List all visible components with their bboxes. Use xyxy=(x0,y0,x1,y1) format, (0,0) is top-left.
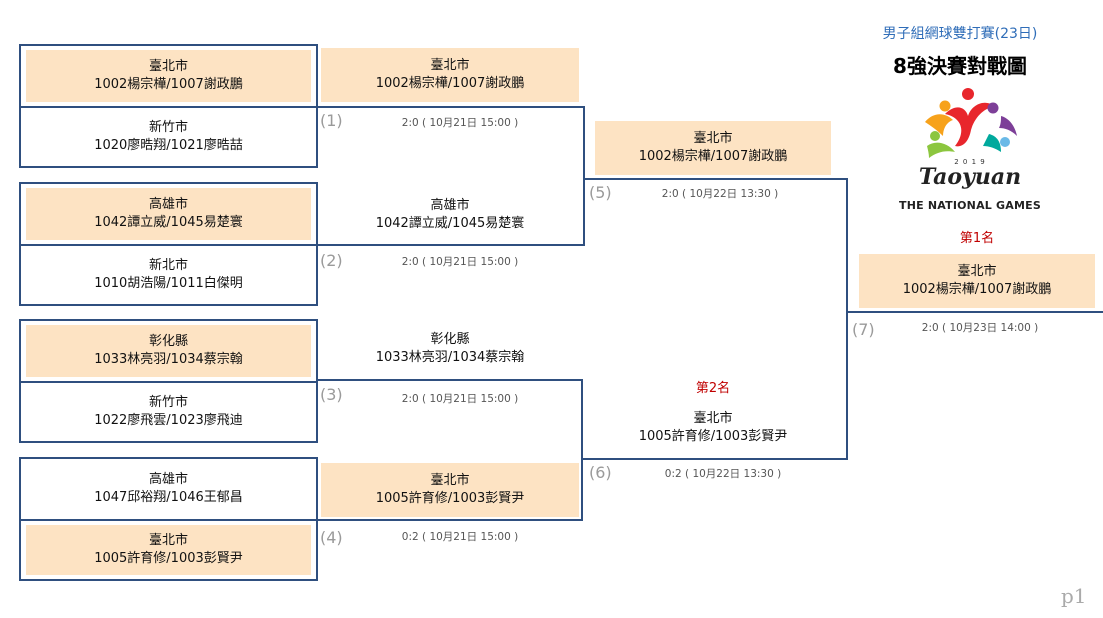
bracket-line xyxy=(318,379,582,381)
first-place-label: 第1名 xyxy=(959,231,995,246)
match-1-winner: 臺北市 1002楊宗樺/1007謝政鵬 xyxy=(321,48,579,102)
bracket-line xyxy=(318,244,584,246)
match-3-winner: 彰化縣 1033林亮羽/1034蔡宗翰 xyxy=(321,322,579,376)
match-number: (5) xyxy=(589,183,612,202)
match-score: 2:0 ( 10月21日 15:00 ) xyxy=(401,393,519,405)
bracket-line xyxy=(318,519,583,521)
match-score: 0:2 ( 10月21日 15:00 ) xyxy=(401,531,519,543)
match-score: 2:0 ( 10月21日 15:00 ) xyxy=(401,256,519,268)
match-number: (7) xyxy=(852,320,875,339)
entrant-7-fill: 高雄市 1047邱裕翔/1046王郁昌 xyxy=(26,463,311,515)
entrant-players: 1033林亮羽/1034蔡宗翰 xyxy=(94,352,243,367)
entrant-1: 臺北市 1002楊宗樺/1007謝政鵬 xyxy=(19,44,318,108)
winner-city: 臺北市 xyxy=(430,58,470,73)
entrant-city: 新竹市 xyxy=(148,120,188,135)
logo-tagline: THE NATIONAL GAMES xyxy=(899,199,1041,212)
bracket-line xyxy=(847,311,1103,313)
taoyuan-logo-icon xyxy=(925,88,1017,158)
entrant-7: 高雄市 1047邱裕翔/1046王郁昌 xyxy=(19,457,318,521)
match-5-winner: 臺北市 1002楊宗樺/1007謝政鵬 xyxy=(595,121,831,175)
winner-players: 1002楊宗樺/1007謝政鵬 xyxy=(638,149,788,164)
second-place-label: 第2名 xyxy=(695,381,731,396)
bracket-line xyxy=(581,379,583,521)
bracket-line xyxy=(318,106,584,108)
entrant-city: 新北市 xyxy=(148,258,188,273)
entrant-players: 1010胡浩陽/1011白傑明 xyxy=(94,276,243,291)
entrant-4: 新北市 1010胡浩陽/1011白傑明 xyxy=(19,244,318,306)
entrant-5-fill: 彰化縣 1033林亮羽/1034蔡宗翰 xyxy=(26,325,311,377)
winner-players: 1002楊宗樺/1007謝政鵬 xyxy=(902,282,1052,297)
winner-players: 1033林亮羽/1034蔡宗翰 xyxy=(375,350,525,365)
match-score: 2:0 ( 10月23日 14:00 ) xyxy=(921,322,1039,334)
winner-city: 臺北市 xyxy=(693,411,733,426)
winner-city: 臺北市 xyxy=(430,473,470,488)
winner-city: 臺北市 xyxy=(693,131,733,146)
entrant-8: 臺北市 1005許育修/1003彭賢尹 xyxy=(19,519,318,581)
games-logo: 2 0 1 9 Taoyuan xyxy=(905,86,1035,212)
entrant-city: 新竹市 xyxy=(148,395,188,410)
bracket-line xyxy=(582,458,848,460)
entrant-3: 高雄市 1042譚立威/1045易楚寰 xyxy=(19,182,318,246)
match-4-winner: 臺北市 1005許育修/1003彭賢尹 xyxy=(321,463,579,517)
entrant-players: 1047邱裕翔/1046王郁昌 xyxy=(94,490,243,505)
entrant-6: 新竹市 1022廖飛雲/1023廖飛迪 xyxy=(19,381,318,443)
entrant-2-fill: 新竹市 1020廖晧翔/1021廖晧喆 xyxy=(26,112,311,162)
match-score: 0:2 ( 10月22日 13:30 ) xyxy=(664,468,782,480)
entrant-players: 1020廖晧翔/1021廖晧喆 xyxy=(94,138,243,153)
match-number: (6) xyxy=(589,463,612,482)
match-number: (1) xyxy=(320,111,343,130)
entrant-city: 高雄市 xyxy=(148,472,188,487)
entrant-players: 1002楊宗樺/1007謝政鵬 xyxy=(94,77,243,92)
entrant-1-fill: 臺北市 1002楊宗樺/1007謝政鵬 xyxy=(26,50,311,102)
winner-players: 1005許育修/1003彭賢尹 xyxy=(638,429,788,444)
entrant-8-fill: 臺北市 1005許育修/1003彭賢尹 xyxy=(26,525,311,575)
bracket-subtitle: 男子組網球雙打賽(23日) xyxy=(882,26,1038,42)
winner-players: 1005許育修/1003彭賢尹 xyxy=(375,491,525,506)
match-6-winner: 臺北市 1005許育修/1003彭賢尹 xyxy=(595,401,831,455)
winner-city: 彰化縣 xyxy=(430,332,470,347)
match-score: 2:0 ( 10月21日 15:00 ) xyxy=(401,117,519,129)
entrant-5: 彰化縣 1033林亮羽/1034蔡宗翰 xyxy=(19,319,318,383)
match-number: (4) xyxy=(320,528,343,547)
entrant-players: 1042譚立威/1045易楚寰 xyxy=(94,215,243,230)
entrant-6-fill: 新竹市 1022廖飛雲/1023廖飛迪 xyxy=(26,387,311,437)
match-number: (3) xyxy=(320,385,343,404)
logo-wordmark: Taoyuan xyxy=(918,164,1022,190)
match-score: 2:0 ( 10月22日 13:30 ) xyxy=(661,188,779,200)
entrant-players: 1022廖飛雲/1023廖飛迪 xyxy=(94,413,243,428)
entrant-2: 新竹市 1020廖晧翔/1021廖晧喆 xyxy=(19,106,318,168)
winner-city: 臺北市 xyxy=(957,264,997,279)
match-2-winner: 高雄市 1042譚立威/1045易楚寰 xyxy=(321,188,579,242)
entrant-3-fill: 高雄市 1042譚立威/1045易楚寰 xyxy=(26,188,311,240)
bracket-line xyxy=(846,178,848,460)
match-number: (2) xyxy=(320,251,343,270)
entrant-city: 彰化縣 xyxy=(148,334,188,349)
match-7-winner: 臺北市 1002楊宗樺/1007謝政鵬 xyxy=(859,254,1095,308)
bracket-line xyxy=(583,106,585,246)
winner-city: 高雄市 xyxy=(430,198,470,213)
entrant-city: 高雄市 xyxy=(148,197,188,212)
entrant-city: 臺北市 xyxy=(148,59,188,74)
bracket-line xyxy=(584,178,848,180)
bracket-title: 8強決賽對戰圖 xyxy=(893,54,1027,78)
entrant-4-fill: 新北市 1010胡浩陽/1011白傑明 xyxy=(26,250,311,300)
winner-players: 1042譚立威/1045易楚寰 xyxy=(375,216,525,231)
entrant-city: 臺北市 xyxy=(148,533,188,548)
winner-players: 1002楊宗樺/1007謝政鵬 xyxy=(375,76,525,91)
entrant-players: 1005許育修/1003彭賢尹 xyxy=(94,551,243,566)
page-number: p1 xyxy=(1061,584,1087,608)
logo-year: 2 0 1 9 xyxy=(954,158,986,166)
